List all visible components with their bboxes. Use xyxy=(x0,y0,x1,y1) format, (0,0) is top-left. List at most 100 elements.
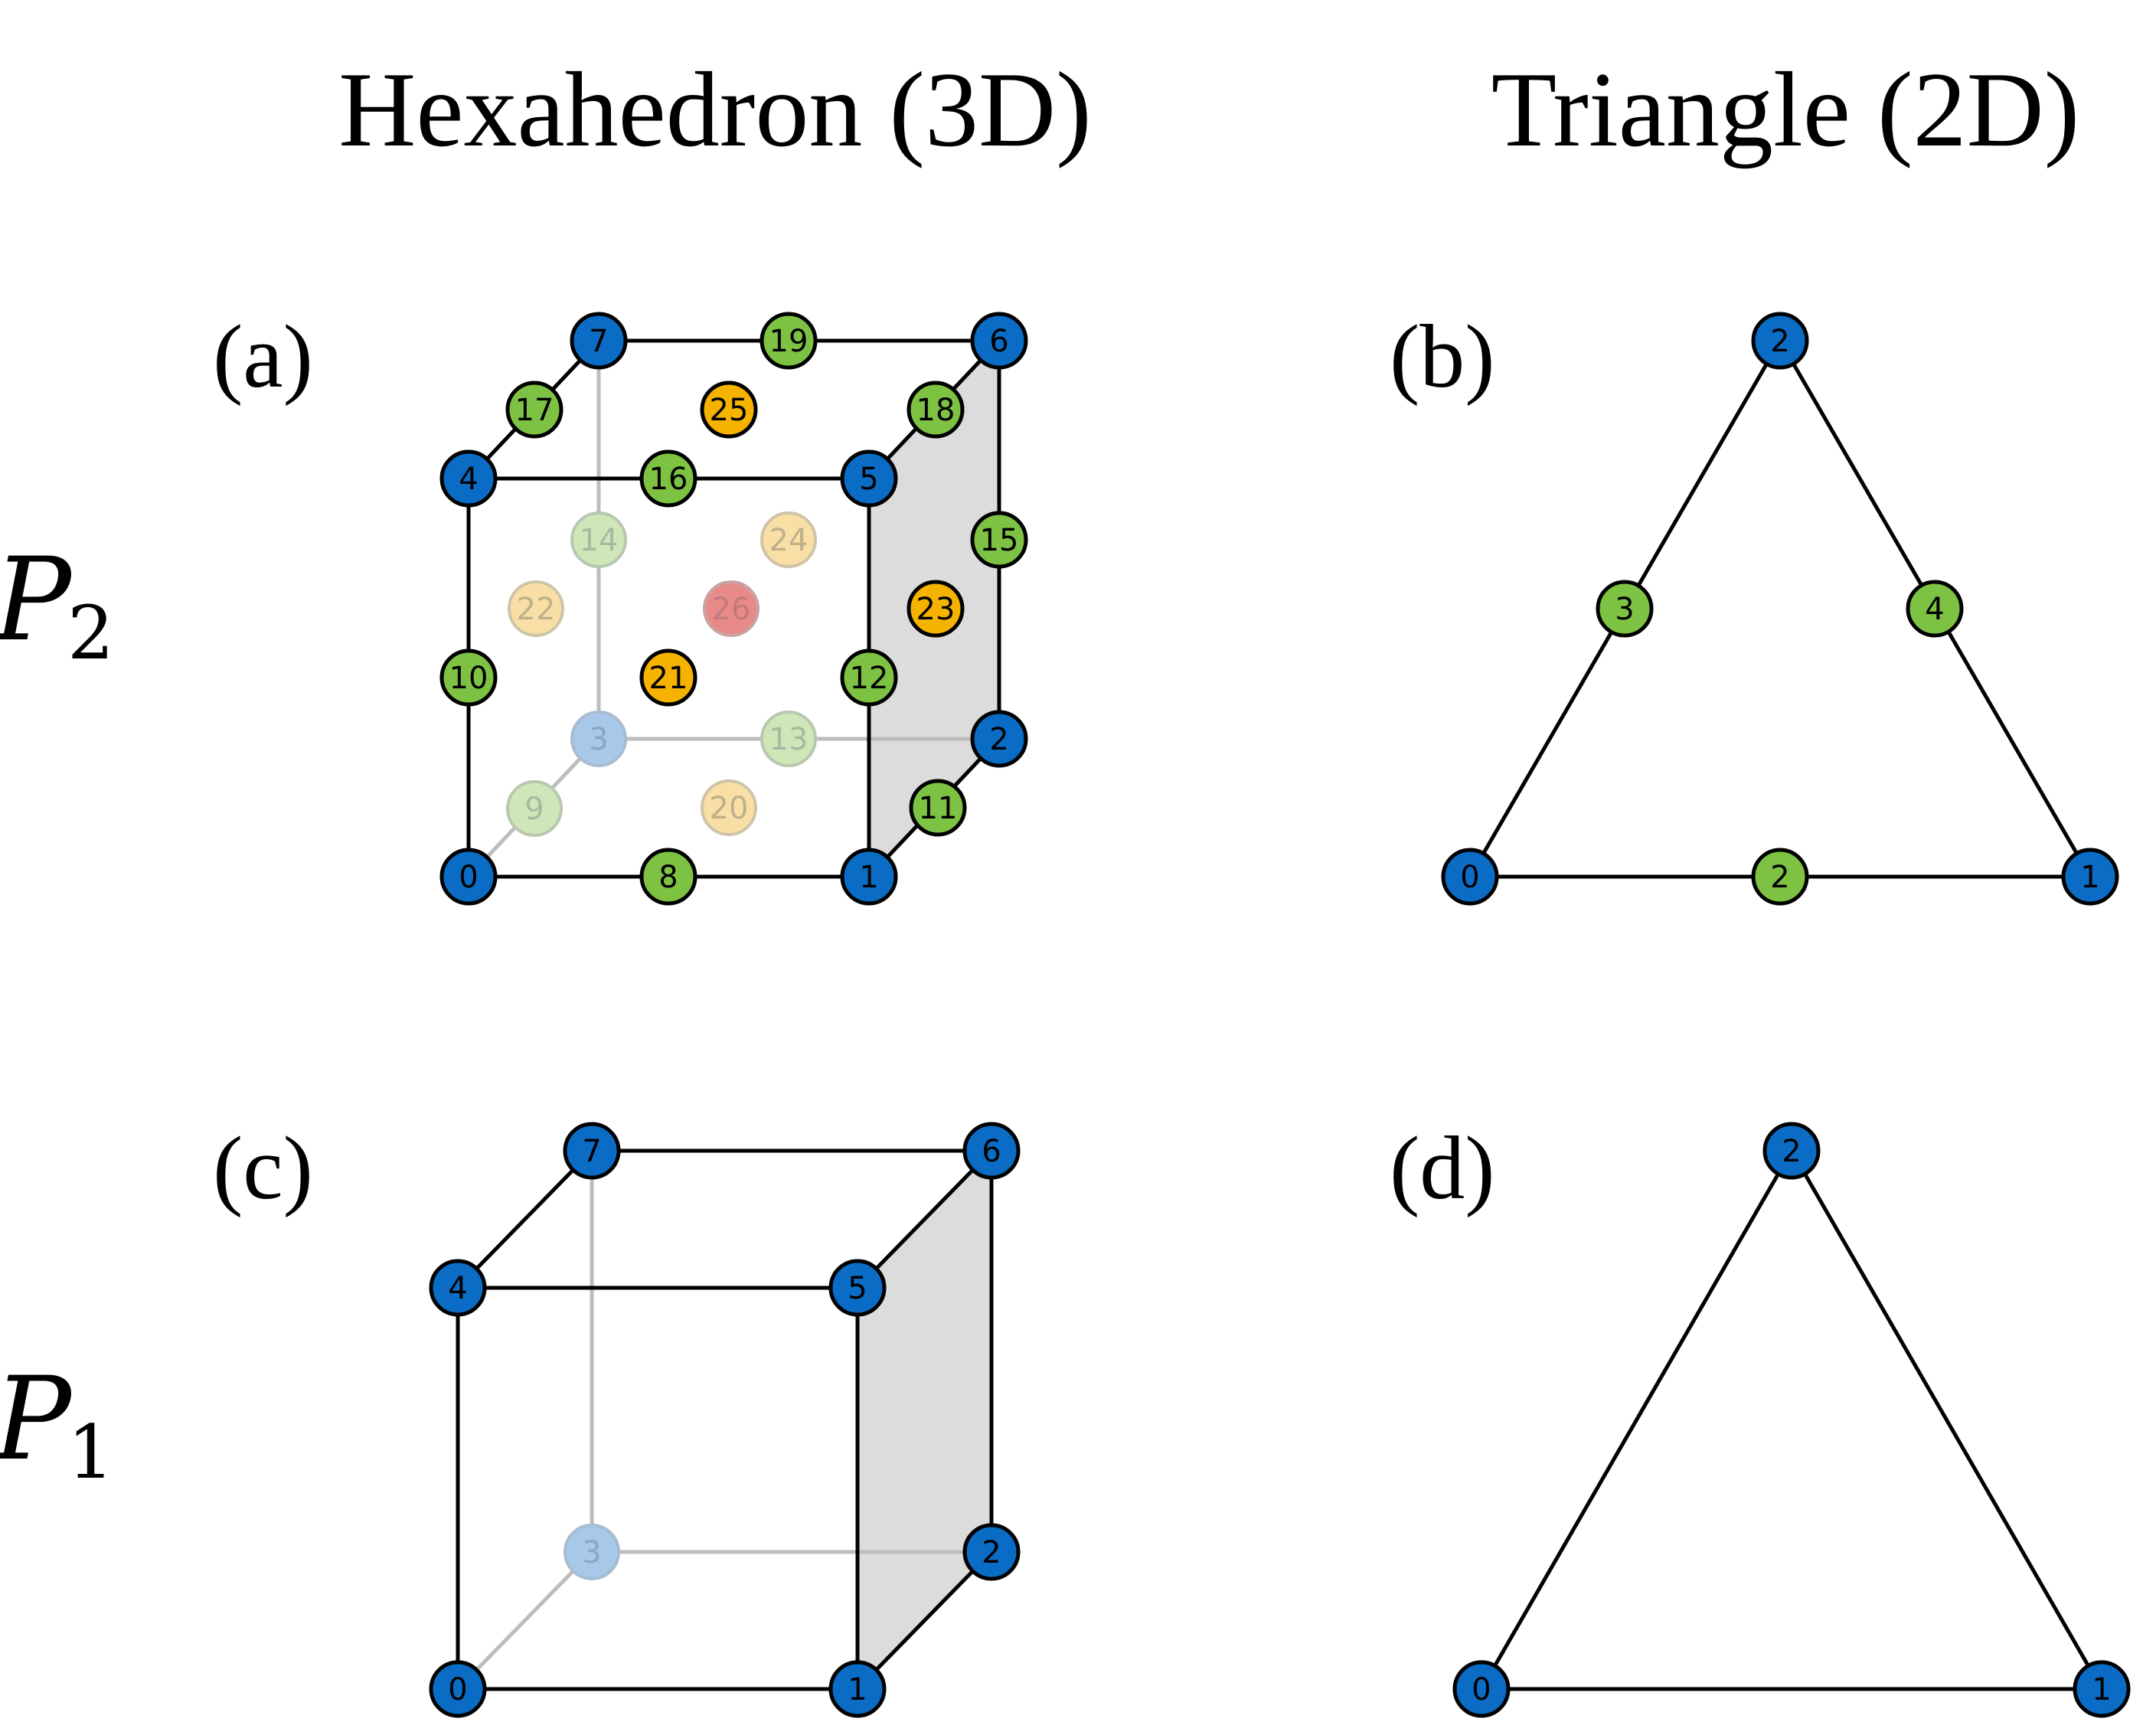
node-b-0: 0 xyxy=(1441,848,1499,906)
node-a-15: 15 xyxy=(970,511,1028,569)
svg-text:0: 0 xyxy=(1460,860,1479,895)
svg-text:12: 12 xyxy=(850,661,889,696)
svg-text:20: 20 xyxy=(710,791,749,826)
node-c-7: 7 xyxy=(563,1122,621,1180)
svg-text:17: 17 xyxy=(515,393,554,428)
svg-text:22: 22 xyxy=(517,592,556,627)
panel-d-triangle-edges xyxy=(1478,1146,2105,1691)
node-a-11: 11 xyxy=(909,779,967,837)
svg-text:9: 9 xyxy=(524,792,544,827)
panel-c-edge xyxy=(856,1149,993,1289)
svg-text:21: 21 xyxy=(649,661,688,696)
panel-b-triangle-p2: 2 3 4 0 1 2 xyxy=(1441,312,2119,906)
panel-label-a: (a) xyxy=(213,306,313,407)
svg-text:2: 2 xyxy=(1770,860,1789,895)
node-c-2: 2 xyxy=(962,1523,1021,1581)
node-a-0: 0 xyxy=(439,848,498,906)
svg-text:3: 3 xyxy=(589,722,608,757)
svg-text:0: 0 xyxy=(1472,1672,1491,1707)
svg-text:3: 3 xyxy=(582,1535,601,1570)
node-a-8: 8 xyxy=(639,848,697,906)
svg-text:1: 1 xyxy=(2080,860,2099,895)
svg-text:26: 26 xyxy=(712,592,751,627)
svg-text:1: 1 xyxy=(859,860,878,895)
svg-text:0: 0 xyxy=(448,1672,467,1707)
node-a-5: 5 xyxy=(840,449,898,508)
node-a-25: 25 xyxy=(700,381,758,439)
node-b-4: 4 xyxy=(1906,580,1964,638)
node-a-19: 19 xyxy=(760,312,818,370)
svg-text:2: 2 xyxy=(982,1535,1001,1570)
node-d-0: 0 xyxy=(1452,1660,1511,1718)
svg-text:5: 5 xyxy=(848,1271,867,1306)
svg-text:8: 8 xyxy=(658,860,678,895)
node-b-1: 1 xyxy=(2061,848,2119,906)
svg-text:11: 11 xyxy=(919,791,958,826)
node-a-16: 16 xyxy=(639,449,697,508)
node-b-3: 3 xyxy=(1596,580,1654,638)
node-b-2: 2 xyxy=(1751,312,1809,370)
row-label-p2: P 2 xyxy=(0,534,114,676)
svg-text:24: 24 xyxy=(769,523,808,558)
svg-text:19: 19 xyxy=(769,324,808,359)
node-a-17: 17 xyxy=(505,381,564,439)
node-c-5: 5 xyxy=(828,1259,887,1317)
node-c-1: 1 xyxy=(828,1660,887,1718)
node-a-21: 21 xyxy=(639,649,697,707)
svg-text:2: 2 xyxy=(1770,324,1789,359)
row-label-p2-symbol: P xyxy=(0,534,74,667)
node-a-4: 4 xyxy=(439,449,498,508)
panel-label-d: (d) xyxy=(1390,1118,1495,1218)
svg-text:2: 2 xyxy=(989,722,1008,757)
svg-text:10: 10 xyxy=(449,661,488,696)
node-a-7: 7 xyxy=(570,312,628,370)
svg-text:7: 7 xyxy=(589,324,608,359)
node-a-1: 1 xyxy=(840,848,898,906)
svg-text:13: 13 xyxy=(769,722,808,757)
panel-b-triangle-edges xyxy=(1466,337,2094,879)
row-label-p2-subscript: 2 xyxy=(67,590,114,676)
panel-c-shaded-face xyxy=(858,1151,991,1689)
svg-text:7: 7 xyxy=(582,1134,601,1169)
row-label-p1-symbol: P xyxy=(0,1353,74,1486)
svg-text:23: 23 xyxy=(916,592,956,627)
node-a-24: 24 xyxy=(760,511,817,568)
svg-text:1: 1 xyxy=(2092,1672,2111,1707)
row-label-p1: P 1 xyxy=(0,1353,114,1495)
node-d-2: 2 xyxy=(1762,1122,1821,1180)
svg-text:4: 4 xyxy=(459,462,478,497)
panel-c-edge xyxy=(856,1550,993,1691)
panel-a-hexahedron-p2: 9 13 14 20 22 24 26 3 8 10 11 12 15 16 1… xyxy=(439,312,1028,906)
panel-label-b: (b) xyxy=(1390,306,1495,407)
svg-text:0: 0 xyxy=(459,860,478,895)
panel-c-hexahedron-p1: 3 0 1 2 4 5 6 7 xyxy=(429,1122,1021,1718)
node-a-3: 3 xyxy=(570,711,627,767)
svg-text:15: 15 xyxy=(980,523,1019,558)
node-a-22: 22 xyxy=(508,580,564,637)
node-a-9: 9 xyxy=(506,780,563,837)
svg-text:3: 3 xyxy=(1615,592,1634,627)
svg-text:1: 1 xyxy=(848,1672,867,1707)
node-a-13: 13 xyxy=(760,711,817,767)
panel-c-hidden-edge xyxy=(456,1550,593,1691)
svg-text:18: 18 xyxy=(916,393,956,428)
node-c-0: 0 xyxy=(429,1660,487,1718)
column-title-triangle: Triangle (2D) xyxy=(1491,51,2080,169)
row-label-p1-subscript: 1 xyxy=(67,1410,114,1495)
node-a-12: 12 xyxy=(840,649,898,707)
column-title-hexahedron: Hexahedron (3D) xyxy=(338,51,1092,169)
panel-label-c: (c) xyxy=(213,1118,313,1218)
node-a-6: 6 xyxy=(970,312,1028,370)
node-a-14: 14 xyxy=(570,511,627,568)
node-a-10: 10 xyxy=(439,649,498,707)
panel-d-triangle-p1: 0 1 2 xyxy=(1452,1122,2131,1718)
svg-text:5: 5 xyxy=(859,462,878,497)
node-a-2: 2 xyxy=(970,710,1028,768)
node-c-4: 4 xyxy=(429,1259,487,1317)
node-d-1: 1 xyxy=(2073,1660,2131,1718)
svg-text:6: 6 xyxy=(989,324,1008,359)
svg-text:14: 14 xyxy=(580,523,619,558)
node-a-26: 26 xyxy=(703,580,760,637)
svg-text:4: 4 xyxy=(1925,592,1944,627)
